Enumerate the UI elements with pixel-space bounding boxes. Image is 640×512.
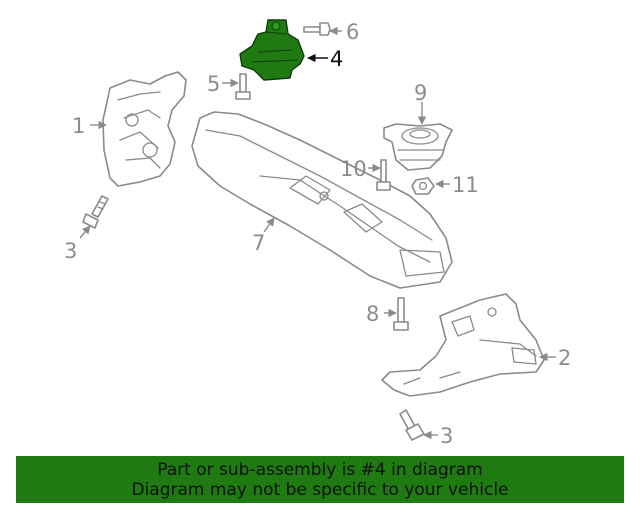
banner-line-1: Part or sub-assembly is #4 in diagram: [157, 459, 483, 480]
callout-6: 6: [346, 20, 359, 44]
leader-lines: [79, 26, 556, 440]
callout-4: 4: [330, 47, 343, 71]
callout-5: 5: [207, 72, 220, 96]
part-10-bolt[interactable]: [376, 159, 391, 191]
part-1-engine-bracket[interactable]: [102, 71, 187, 187]
part-8-bolt[interactable]: [393, 297, 409, 331]
callout-1: 1: [72, 114, 85, 138]
callout-11: 11: [452, 173, 479, 197]
callout-2: 2: [558, 346, 571, 370]
part-3-bolt-upper[interactable]: [82, 195, 109, 229]
part-2-lower-bracket[interactable]: [381, 293, 545, 397]
part-11-nut[interactable]: [411, 177, 435, 195]
callout-labels: 1 2 3 3 4 5 6 7 8 9 10 11: [64, 20, 571, 448]
part-3-bolt-lower[interactable]: [399, 409, 425, 441]
info-banner: Part or sub-assembly is #4 in diagram Di…: [16, 456, 624, 503]
callout-3-lower: 3: [440, 424, 453, 448]
part-6-bolt[interactable]: [303, 22, 331, 36]
callout-8: 8: [366, 302, 379, 326]
callout-9: 9: [414, 81, 427, 105]
part-7-crossmember[interactable]: [191, 111, 453, 289]
banner-line-2: Diagram may not be specific to your vehi…: [131, 479, 509, 500]
callout-10: 10: [340, 157, 367, 181]
callout-7: 7: [252, 231, 265, 255]
callout-3-upper: 3: [64, 239, 77, 263]
part-4-engine-mount-highlighted[interactable]: [239, 19, 305, 81]
part-5-bolt[interactable]: [235, 73, 251, 100]
part-9-mount[interactable]: [383, 123, 453, 171]
